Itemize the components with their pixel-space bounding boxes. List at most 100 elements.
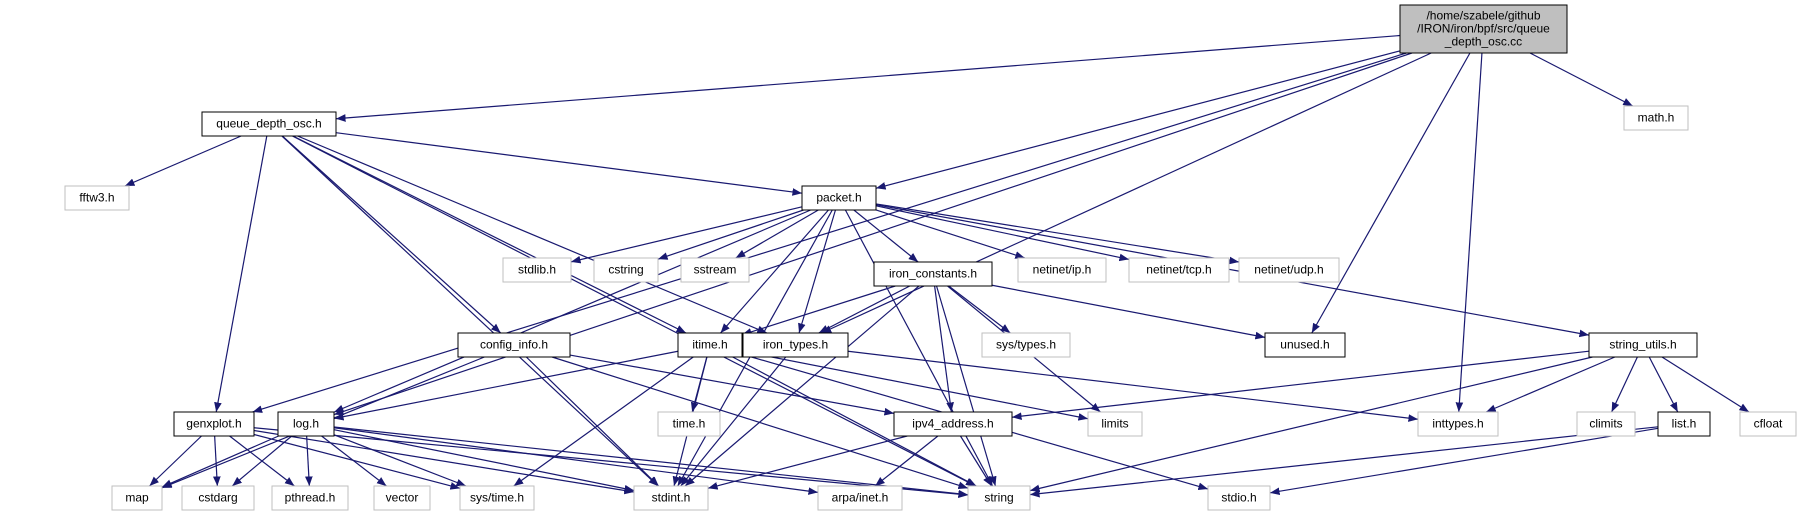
node-itime_h[interactable]: itime.h — [677, 332, 743, 358]
node-sstream: sstream — [680, 257, 750, 283]
edge-root-to-math_h — [1529, 52, 1634, 107]
node-queue_depth_osc_h[interactable]: queue_depth_osc.h — [201, 111, 337, 137]
node-box — [1238, 257, 1340, 283]
edge-iron_constants_h-to-itime_h — [741, 285, 896, 336]
node-box — [459, 485, 535, 511]
node-box — [271, 485, 349, 511]
edge-config_info_h-to-ipv4_address_h — [569, 354, 895, 416]
node-box — [111, 485, 163, 511]
node-label: climits — [1589, 417, 1622, 431]
node-fftw3_h: fftw3.h — [64, 185, 130, 211]
node-box — [680, 257, 750, 283]
node-box — [633, 485, 709, 511]
node-box — [457, 332, 571, 358]
edge-log_h-to-stdint_h — [333, 429, 635, 493]
node-label: /home/szabele/github — [1426, 9, 1540, 23]
edge-string_utils_h-to-ipv4_address_h — [1011, 350, 1590, 420]
node-label: stdint.h — [652, 491, 691, 505]
edge-queue_depth_osc_h-to-itime_h — [292, 135, 687, 334]
node-box — [593, 257, 659, 283]
edge-root-to-inttypes_h — [1455, 52, 1483, 413]
edge-root-to-log_h — [333, 52, 1413, 416]
node-packet_h[interactable]: packet.h — [801, 185, 877, 211]
node-box — [1576, 411, 1636, 437]
node-label: sstream — [694, 263, 737, 277]
node-box — [64, 185, 130, 211]
node-root[interactable]: /home/szabele/github/IRON/iron/bpf/src/q… — [1399, 4, 1568, 54]
node-log_h[interactable]: log.h — [277, 411, 335, 437]
node-box — [677, 332, 743, 358]
edge-packet_h-to-log_h — [333, 209, 811, 413]
node-box — [1207, 485, 1271, 511]
edge-config_info_h-to-string — [551, 356, 969, 489]
edge-queue_depth_osc_h-to-string — [292, 135, 976, 487]
node-iron_types_h[interactable]: iron_types.h — [742, 332, 849, 358]
node-box — [1623, 105, 1689, 131]
node-box — [742, 332, 849, 358]
file-nodes: /home/szabele/github/IRON/iron/bpf/src/q… — [64, 4, 1797, 511]
node-label: sys/time.h — [470, 491, 524, 505]
node-label: math.h — [1638, 111, 1675, 125]
edge-queue_depth_osc_h-to-fftw3_h — [124, 135, 242, 187]
edge-packet_h-to-string_utils_h — [875, 204, 1590, 338]
node-sys_types_h: sys/types.h — [981, 332, 1071, 358]
node-label: cfloat — [1754, 417, 1783, 431]
node-box — [173, 411, 255, 437]
node-pthread_h: pthread.h — [271, 485, 349, 511]
node-label: limits — [1101, 417, 1128, 431]
edge-string_utils_h-to-climits — [1611, 356, 1638, 413]
node-box — [981, 332, 1071, 358]
edge-ipv4_address_h-to-arpa_inet_h — [874, 435, 939, 487]
node-box — [817, 485, 903, 511]
edge-packet_h-to-netinet_ip_h — [875, 209, 1026, 259]
node-box — [1128, 257, 1230, 283]
node-label: string_utils.h — [1609, 338, 1676, 352]
edge-itime_h-to-sys_time_h — [513, 356, 694, 487]
node-label: sys/types.h — [996, 338, 1056, 352]
node-iron_constants_h[interactable]: iron_constants.h — [873, 261, 993, 287]
node-string_utils_h[interactable]: string_utils.h — [1588, 332, 1698, 358]
edge-list_h-to-string — [1029, 426, 1659, 498]
node-list_h[interactable]: list.h — [1657, 411, 1711, 437]
node-cstdarg: cstdarg — [181, 485, 255, 511]
node-netinet_ip_h: netinet/ip.h — [1017, 257, 1107, 283]
node-math_h: math.h — [1623, 105, 1689, 131]
node-label: inttypes.h — [1432, 417, 1483, 431]
node-label: ipv4_address.h — [912, 417, 993, 431]
edge-log_h-to-cstdarg — [231, 435, 293, 487]
edge-packet_h-to-stdlib_h — [570, 206, 803, 264]
node-label: /IRON/iron/bpf/src/queue — [1417, 22, 1550, 36]
node-label: stdlib.h — [518, 263, 556, 277]
node-cfloat: cfloat — [1739, 411, 1797, 437]
edge-packet_h-to-cstring — [657, 209, 804, 260]
node-label: cstring — [608, 263, 643, 277]
node-label: pthread.h — [285, 491, 336, 505]
node-genxplot_h[interactable]: genxplot.h — [173, 411, 255, 437]
edge-packet_h-to-sstream — [735, 209, 819, 259]
node-label: config_info.h — [480, 338, 548, 352]
edge-list_h-to-stdio_h — [1269, 427, 1659, 496]
edge-root-to-queue_depth_osc_h — [335, 34, 1401, 122]
node-box — [373, 485, 431, 511]
node-map: map — [111, 485, 163, 511]
edge-itime_h-to-log_h — [333, 350, 679, 421]
node-config_info_h[interactable]: config_info.h — [457, 332, 571, 358]
edge-queue_depth_osc_h-to-stdint_h — [281, 135, 659, 487]
edge-packet_h-to-itime_h — [720, 209, 829, 334]
node-label: unused.h — [1280, 338, 1329, 352]
edge-iron_types_h-to-stdint_h — [680, 356, 787, 487]
edge-itime_h-to-limits — [741, 350, 1089, 421]
node-label: arpa/inet.h — [832, 491, 889, 505]
node-unused_h[interactable]: unused.h — [1264, 332, 1346, 358]
edge-packet_h-to-iron_types_h — [798, 209, 837, 334]
node-cstring: cstring — [593, 257, 659, 283]
edge-log_h-to-string — [333, 426, 969, 498]
edge-string_utils_h-to-cfloat — [1661, 356, 1750, 413]
edge-log_h-to-vector — [321, 435, 387, 487]
node-ipv4_address_h[interactable]: ipv4_address.h — [893, 411, 1013, 437]
node-box — [801, 185, 877, 211]
node-label: packet.h — [816, 191, 861, 205]
node-box — [502, 257, 572, 283]
node-label: netinet/tcp.h — [1146, 263, 1211, 277]
